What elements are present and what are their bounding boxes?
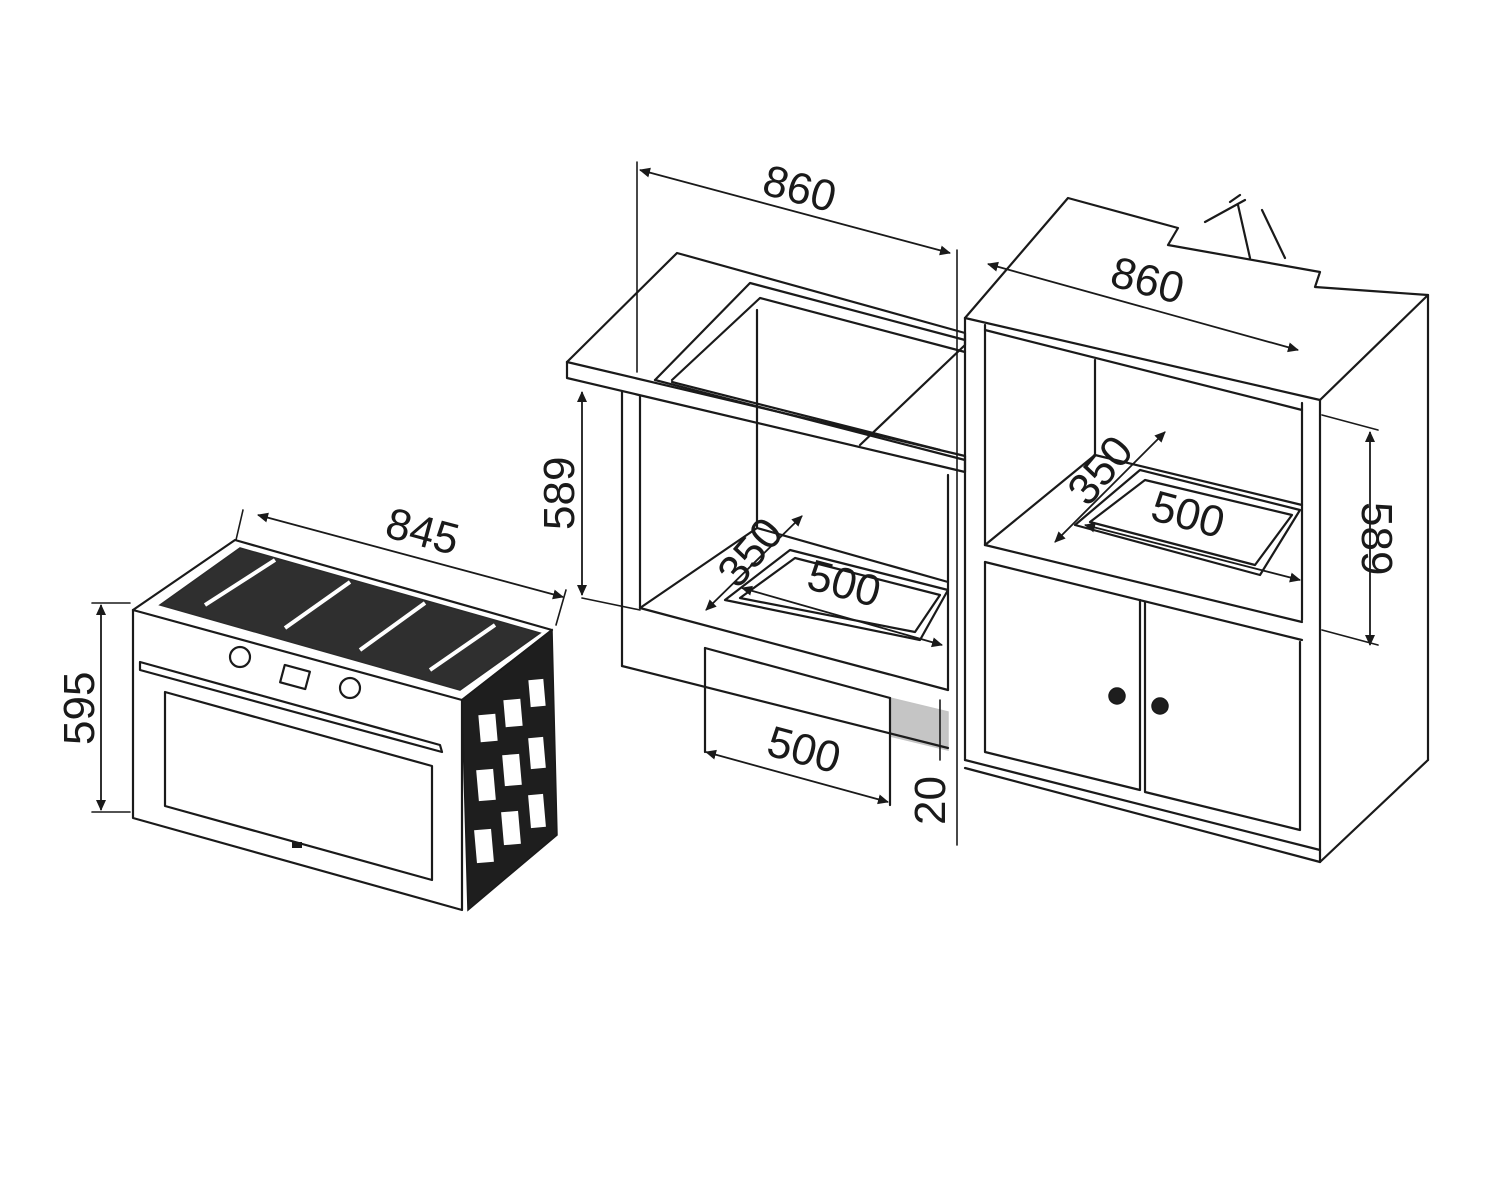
bottom-opening-width-label: 500: [762, 717, 846, 783]
countertop-depth-label: 350: [708, 509, 793, 597]
countertop-height-label: 589: [535, 457, 584, 530]
tall-height-dimension: 589: [1321, 414, 1401, 646]
tall-width-label: 860: [1106, 248, 1190, 314]
oven-drawing: [131, 538, 558, 912]
gap-label: 20: [906, 776, 955, 825]
oven-width-label: 845: [381, 499, 465, 565]
oven-height-label: 595: [55, 672, 104, 745]
bottom-opening-width-dimension: 500: [705, 717, 889, 805]
tall-depth-label: 350: [1058, 427, 1143, 515]
countertop-width-label: 860: [758, 156, 842, 222]
tall-height-label: 589: [1352, 502, 1401, 575]
countertop-height-dimension: 589: [535, 391, 641, 611]
countertop-depth-dimension: 350: [705, 509, 803, 611]
tall-opening-width-label: 500: [1146, 482, 1230, 548]
oven-height-dimension: 595: [55, 602, 131, 813]
gap-dimension: 20: [906, 699, 955, 825]
